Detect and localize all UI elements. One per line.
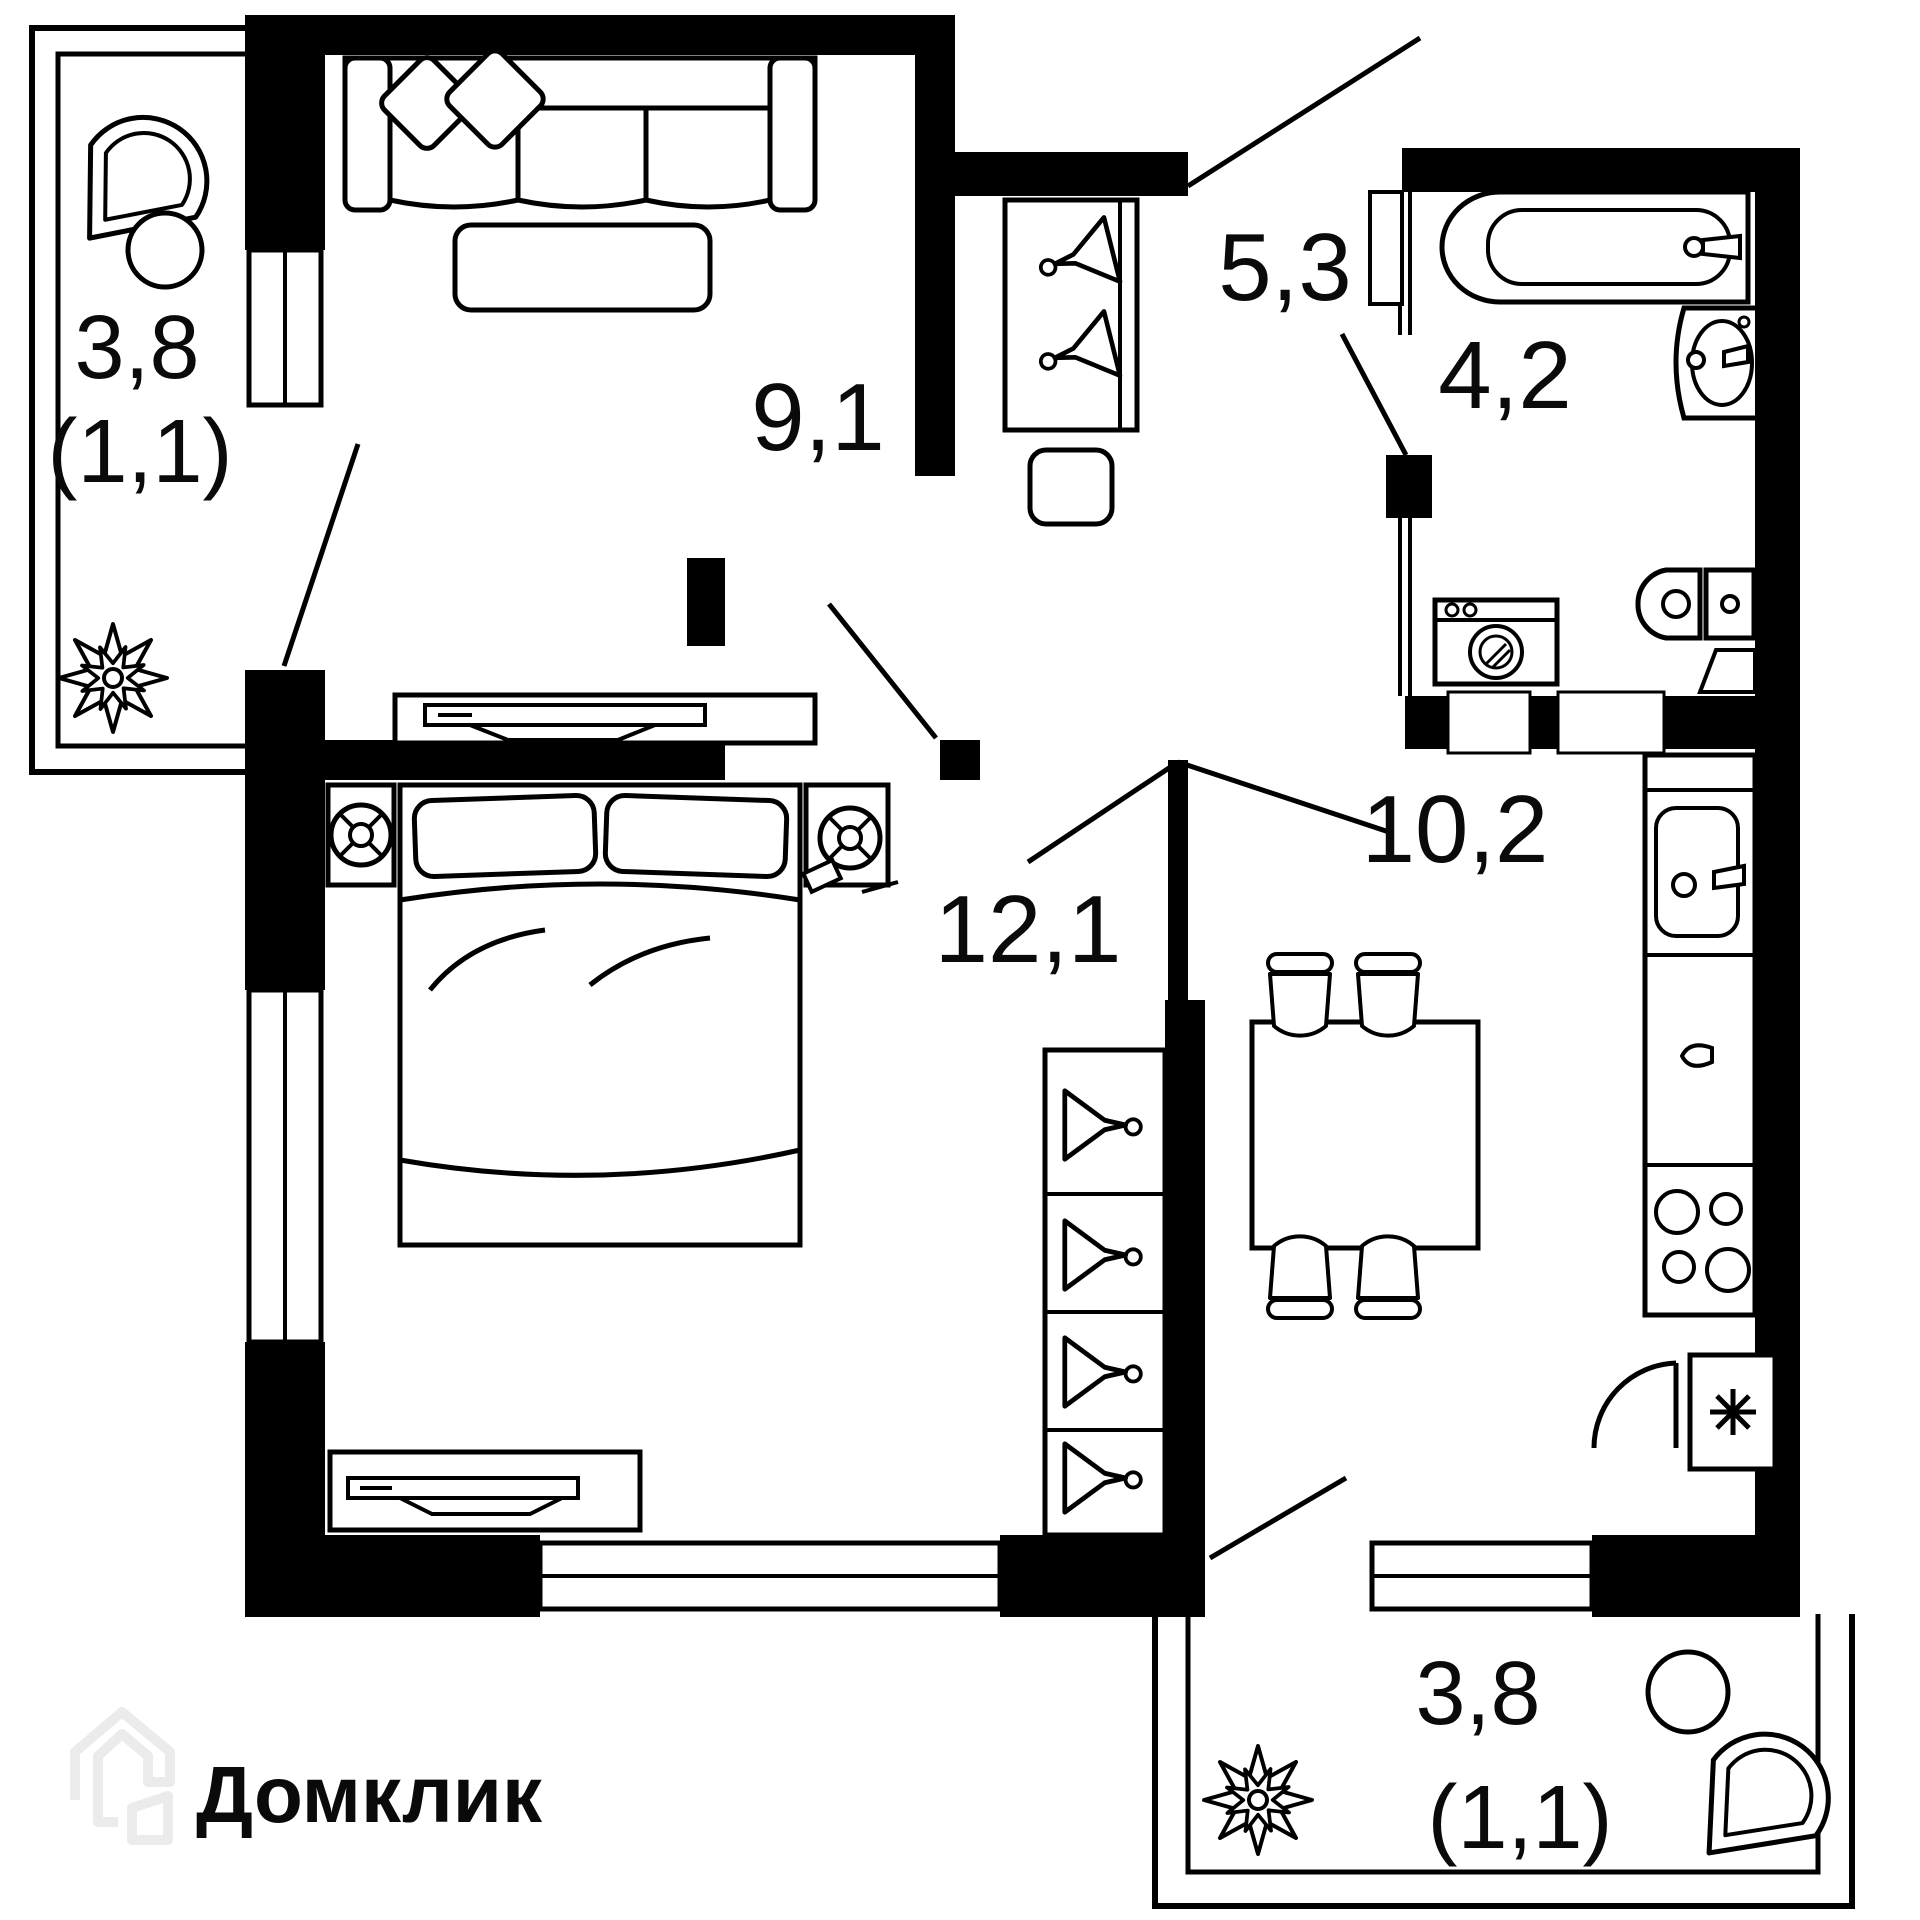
kitchen-leader-line bbox=[1177, 759, 1393, 836]
bedroom-door-leaf bbox=[1026, 759, 1180, 865]
watermark: Домклик bbox=[70, 1707, 543, 1845]
wall-bathroom-north bbox=[1402, 148, 1800, 192]
wall-south-1 bbox=[245, 1535, 540, 1617]
wardrobe-bedroom-icon bbox=[1042, 1047, 1168, 1538]
duct-shaft bbox=[1368, 190, 1404, 306]
kitchen-area-label: 10,2 bbox=[1362, 776, 1549, 883]
coffee-table-icon bbox=[452, 222, 713, 313]
chair-icon bbox=[1354, 952, 1422, 1038]
kitchen-service-door-leaf bbox=[1591, 1360, 1679, 1449]
door-threshold-1 bbox=[1446, 690, 1532, 755]
chair-icon bbox=[1266, 952, 1334, 1038]
balcony-top-outline bbox=[29, 25, 245, 775]
fridge-icon bbox=[1687, 1352, 1778, 1472]
watermark-text: Домклик bbox=[196, 1750, 543, 1839]
wall-south-2 bbox=[1000, 1535, 1205, 1617]
bathroom-door-leaf bbox=[1339, 332, 1409, 457]
balcony-bottom-furniture bbox=[1204, 1649, 1833, 1854]
pillow-icon bbox=[379, 55, 475, 151]
walls bbox=[245, 15, 1800, 1617]
balcony-top-furniture bbox=[59, 109, 213, 732]
sofa-icon bbox=[342, 48, 818, 213]
wall-living-east bbox=[915, 15, 955, 196]
dining-table-icon bbox=[1249, 1019, 1481, 1251]
window-bedroom-south bbox=[537, 1540, 1003, 1612]
round-table-icon bbox=[1645, 1649, 1731, 1735]
wall-bathroom-west-stub bbox=[1386, 455, 1432, 518]
windows bbox=[246, 247, 1595, 1612]
washing-machine-icon bbox=[1432, 597, 1560, 687]
wall-bedroom-east bbox=[1165, 1000, 1205, 1617]
bedroom-leader-line bbox=[827, 602, 938, 740]
nightstand-right-icon bbox=[800, 782, 899, 895]
toilet-icon bbox=[1635, 567, 1757, 641]
balcony-bottom-reduced-label: (1,1) bbox=[1427, 1768, 1612, 1868]
wall-living-east2 bbox=[915, 196, 955, 476]
bathtub-icon bbox=[1439, 189, 1751, 305]
balcony-door-leaf-west bbox=[281, 443, 361, 667]
room-labels: 3,8 (1,1) 9,1 5,3 4,2 12,1 10,2 3,8 (1,1… bbox=[47, 214, 1612, 1868]
tv-stand-living-icon bbox=[392, 692, 818, 746]
wash-basin-icon bbox=[1673, 305, 1755, 421]
cabinet-handle-icon bbox=[1679, 1043, 1714, 1068]
chair-icon bbox=[1266, 1234, 1334, 1320]
balcony-top-area-label: 3,8 bbox=[74, 298, 199, 398]
doors-and-leaders bbox=[281, 35, 1679, 1561]
wall-living-north bbox=[245, 15, 955, 55]
armchair-icon bbox=[1697, 1728, 1833, 1853]
window-living-west bbox=[246, 247, 324, 408]
kitchen-sink-icon bbox=[1654, 806, 1746, 938]
bathroom-area-label: 4,2 bbox=[1438, 322, 1571, 429]
window-bedroom-west bbox=[246, 987, 324, 1345]
bathroom-corner-unit bbox=[1697, 648, 1757, 694]
chair-icon bbox=[1354, 1234, 1422, 1320]
door-threshold-2 bbox=[1556, 690, 1666, 755]
wall-living-south-cap bbox=[687, 558, 725, 646]
pillow-icon bbox=[444, 48, 546, 150]
kitchen-counter-icon bbox=[1642, 752, 1758, 1318]
wall-west-1 bbox=[245, 15, 325, 250]
hallway-area-label: 5,3 bbox=[1218, 214, 1351, 321]
entrance-door-leaf bbox=[1186, 35, 1422, 189]
living-room-area-label: 9,1 bbox=[751, 364, 884, 471]
plant-icon bbox=[59, 624, 167, 732]
bed-icon bbox=[397, 782, 803, 1248]
round-table-icon bbox=[125, 210, 205, 290]
balcony-door-leaf-south bbox=[1208, 1475, 1348, 1561]
cooktop-icon bbox=[1654, 1189, 1751, 1293]
plant-icon bbox=[1204, 1746, 1312, 1854]
bedroom-area-label: 12,1 bbox=[935, 876, 1122, 983]
hallway-closet-icon bbox=[1002, 197, 1140, 433]
balcony-top-reduced-label: (1,1) bbox=[47, 402, 232, 502]
wall-south-3 bbox=[1592, 1535, 1800, 1617]
wall-living-south bbox=[325, 740, 725, 780]
nightstand-left-icon bbox=[325, 782, 397, 888]
wall-west-2 bbox=[245, 670, 325, 990]
window-kitchen-south bbox=[1369, 1540, 1595, 1612]
wall-hallway-north bbox=[955, 152, 1188, 196]
shoe-cabinet-icon bbox=[1027, 447, 1115, 527]
house-logo-icon bbox=[70, 1707, 175, 1845]
wall-living-south-corner bbox=[940, 740, 980, 780]
nightstand-lamp-icon bbox=[331, 805, 391, 865]
wall-corridor-stub bbox=[1168, 760, 1188, 1002]
tv-stand-bedroom-icon bbox=[327, 1449, 643, 1533]
nightstand-lamp-icon bbox=[820, 808, 880, 868]
dining-set-icon bbox=[1249, 952, 1481, 1320]
balcony-bottom-area-label: 3,8 bbox=[1415, 1644, 1540, 1744]
balcony-bottom-outline bbox=[1152, 1614, 1855, 1909]
